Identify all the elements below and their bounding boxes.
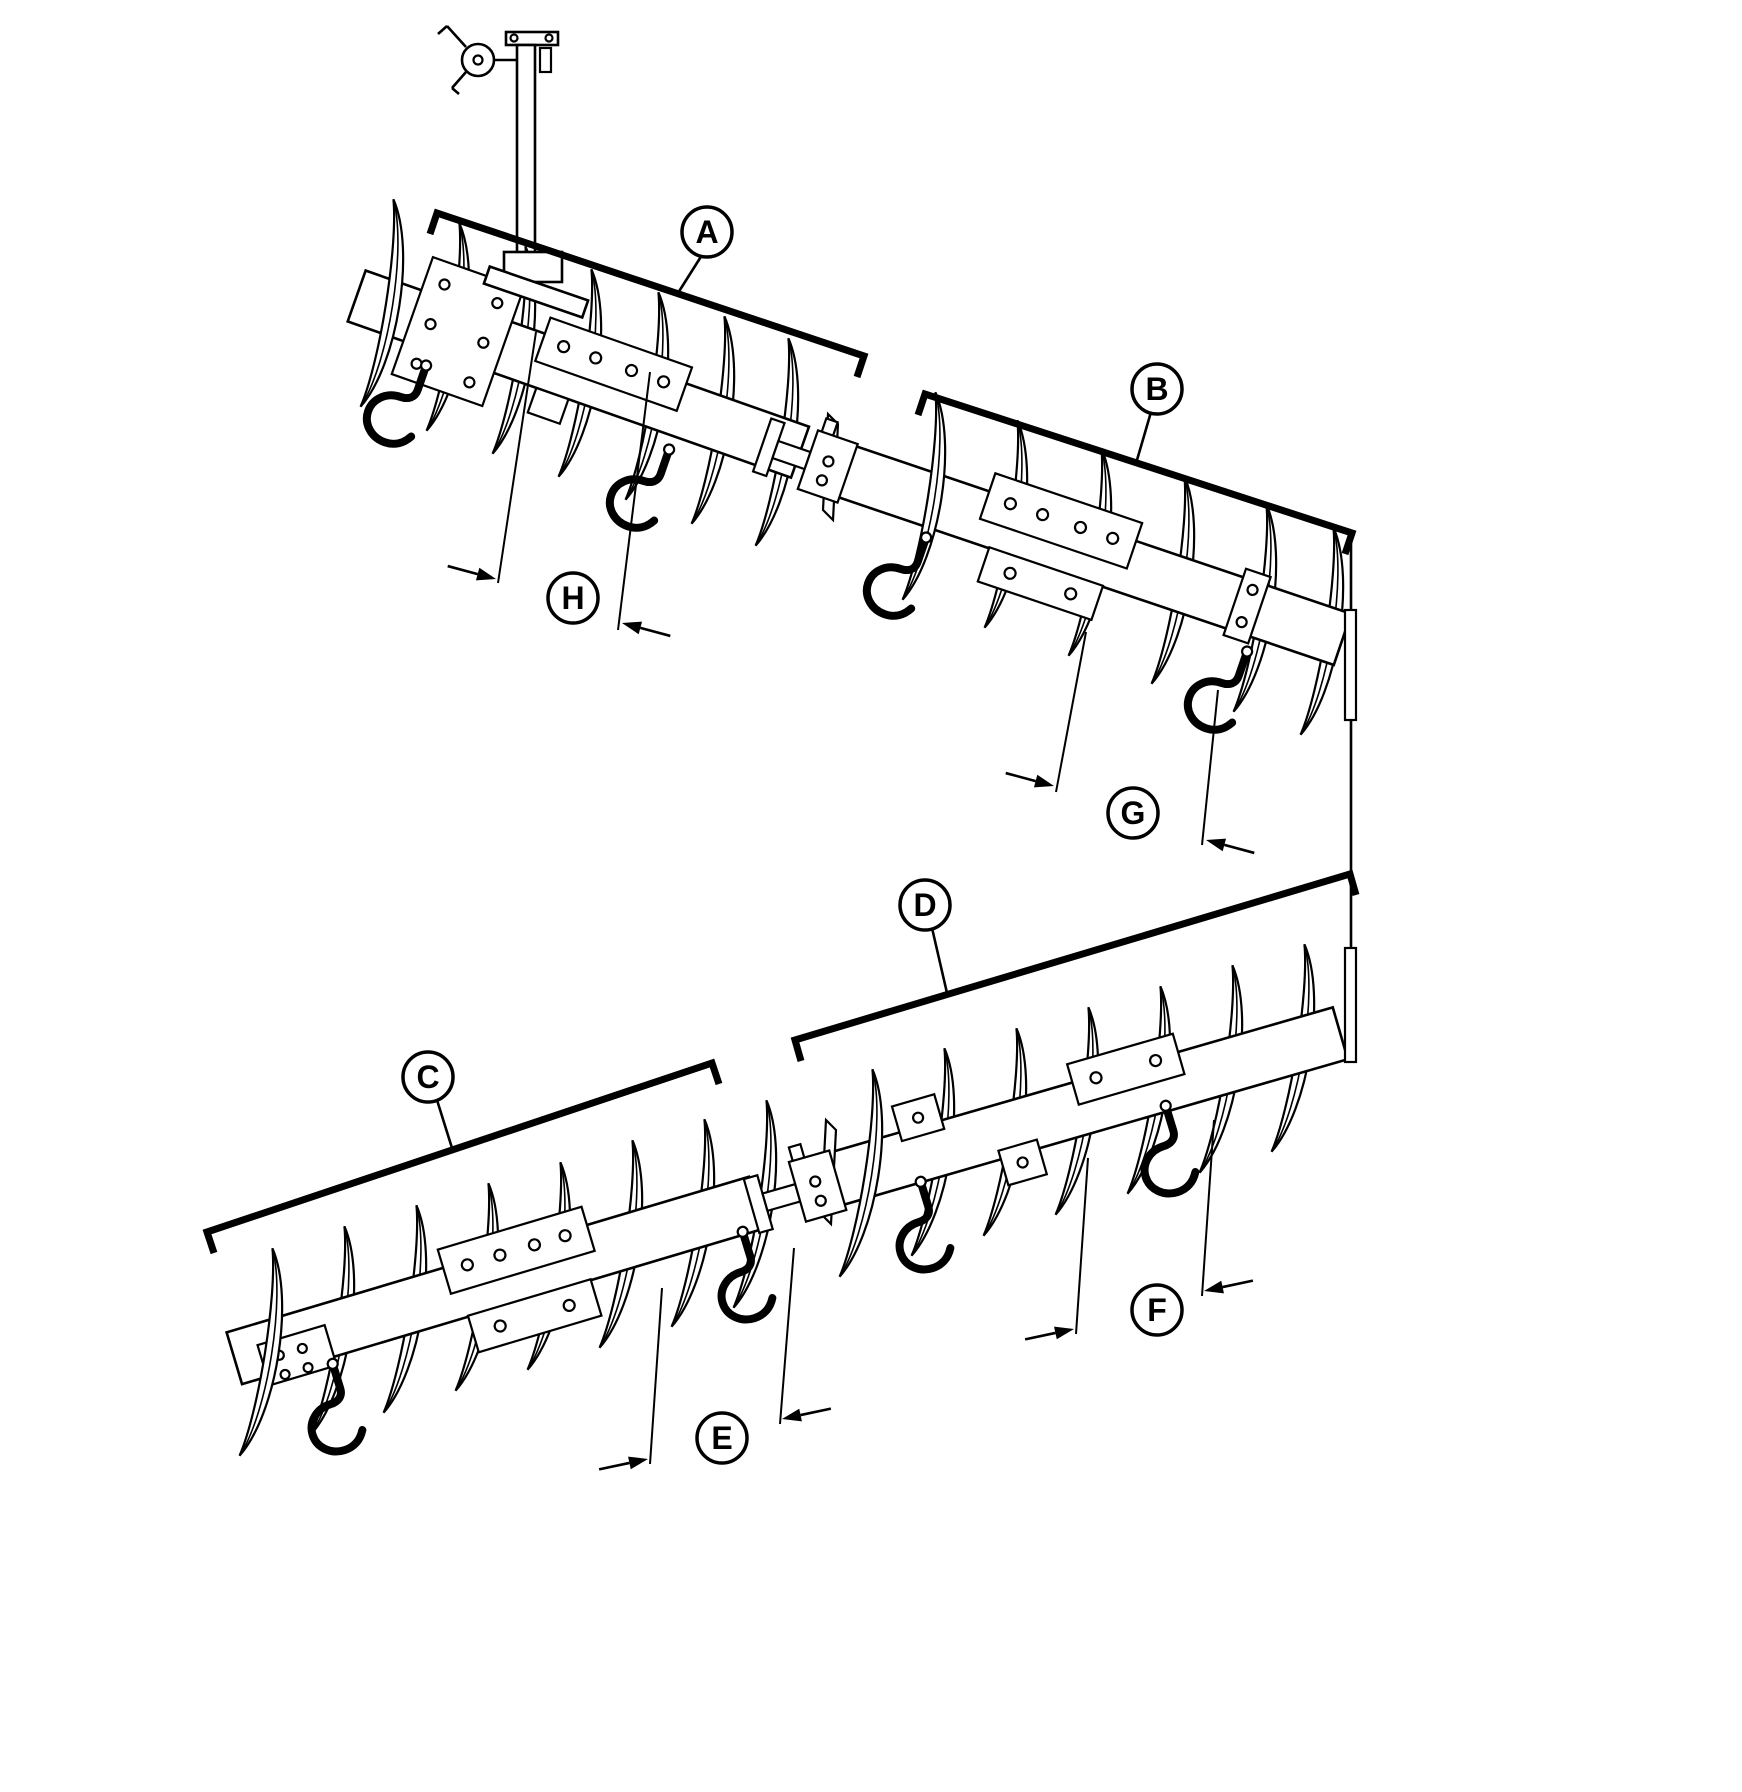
callout-h: H (546, 571, 600, 625)
callout-letter-b: B (1145, 371, 1168, 407)
spacing-dimension-g (1002, 631, 1258, 861)
rod-bar (1343, 608, 1358, 722)
callout-circle (695, 1411, 749, 1465)
callout-a: A (680, 205, 734, 259)
callout-d: D (898, 878, 952, 932)
disc-gang-a (346, 198, 812, 551)
callout-circle (898, 878, 952, 932)
clamp-plate (978, 471, 1144, 570)
dimension-arrow (1203, 832, 1258, 861)
extension-line (1201, 1119, 1215, 1297)
extension-line (1201, 689, 1219, 846)
callout-letter-f: F (1147, 1292, 1167, 1328)
callout-circle (680, 205, 734, 259)
callout-circle (546, 571, 600, 625)
jack-base (482, 250, 590, 320)
callout-letter-a: A (695, 214, 718, 250)
callout-c: C (401, 1050, 455, 1104)
callout-f: F (1130, 1283, 1184, 1337)
callout-g: G (1106, 786, 1160, 840)
clamp-plate (1065, 1032, 1186, 1106)
gang-coupler-ab (751, 411, 860, 523)
extent-bracket-d (790, 869, 1360, 1062)
callout-letter-c: C (416, 1059, 439, 1095)
clamp-plate (533, 316, 694, 413)
extension-line (617, 371, 651, 631)
bearing-hanger (860, 520, 936, 622)
dimension-arrow (779, 1400, 834, 1427)
callout-circle (1130, 362, 1184, 416)
extension-line (649, 1287, 663, 1465)
spacing-dimension-e (596, 1247, 834, 1478)
leader-line-b (1135, 411, 1153, 461)
extent-bracket-a (426, 208, 869, 379)
lower-plate (976, 545, 1105, 622)
callout-letter-g: G (1121, 795, 1146, 831)
callout-letter-e: E (711, 1420, 732, 1456)
clamp-nut (526, 386, 570, 426)
disc-gang-c (225, 1099, 790, 1459)
dimension-arrow (444, 558, 499, 587)
callout-circle (1130, 1283, 1184, 1337)
lift-rod (1343, 540, 1358, 1064)
dimension-arrow (1201, 1272, 1256, 1299)
dimension-arrow (1002, 765, 1057, 794)
extent-bracket-b (914, 389, 1357, 556)
jack-post (504, 30, 560, 262)
disc-gang-d (817, 943, 1350, 1282)
extension-line (1055, 631, 1087, 793)
callout-e: E (695, 1411, 749, 1465)
leader-line-a (676, 254, 704, 294)
clamp-plate (436, 1205, 597, 1296)
extension-line (779, 1247, 795, 1425)
rod-bar (1343, 946, 1358, 1064)
callout-circle (1106, 786, 1160, 840)
gang-coupler-cd (742, 1117, 848, 1235)
crank-handle (437, 25, 517, 95)
callout-b: B (1130, 362, 1184, 416)
extension-line (1075, 1157, 1089, 1335)
callout-letter-h: H (561, 580, 584, 616)
spacing-dimension-f (1022, 1119, 1256, 1348)
dimension-arrow (1022, 1321, 1077, 1348)
dimension-arrow (596, 1451, 651, 1478)
dimension-arrow (619, 615, 674, 644)
callout-circle (401, 1050, 455, 1104)
extent-bracket-c (202, 1058, 723, 1255)
lower-plate (466, 1277, 603, 1354)
leader-line-c (435, 1099, 454, 1149)
spacing-dimension-h (444, 331, 674, 644)
callout-letter-d: D (913, 887, 936, 923)
leader-line-d (930, 927, 949, 994)
disc-gang-b (828, 391, 1357, 738)
end-plate (1222, 567, 1273, 645)
extension-line (497, 331, 537, 584)
